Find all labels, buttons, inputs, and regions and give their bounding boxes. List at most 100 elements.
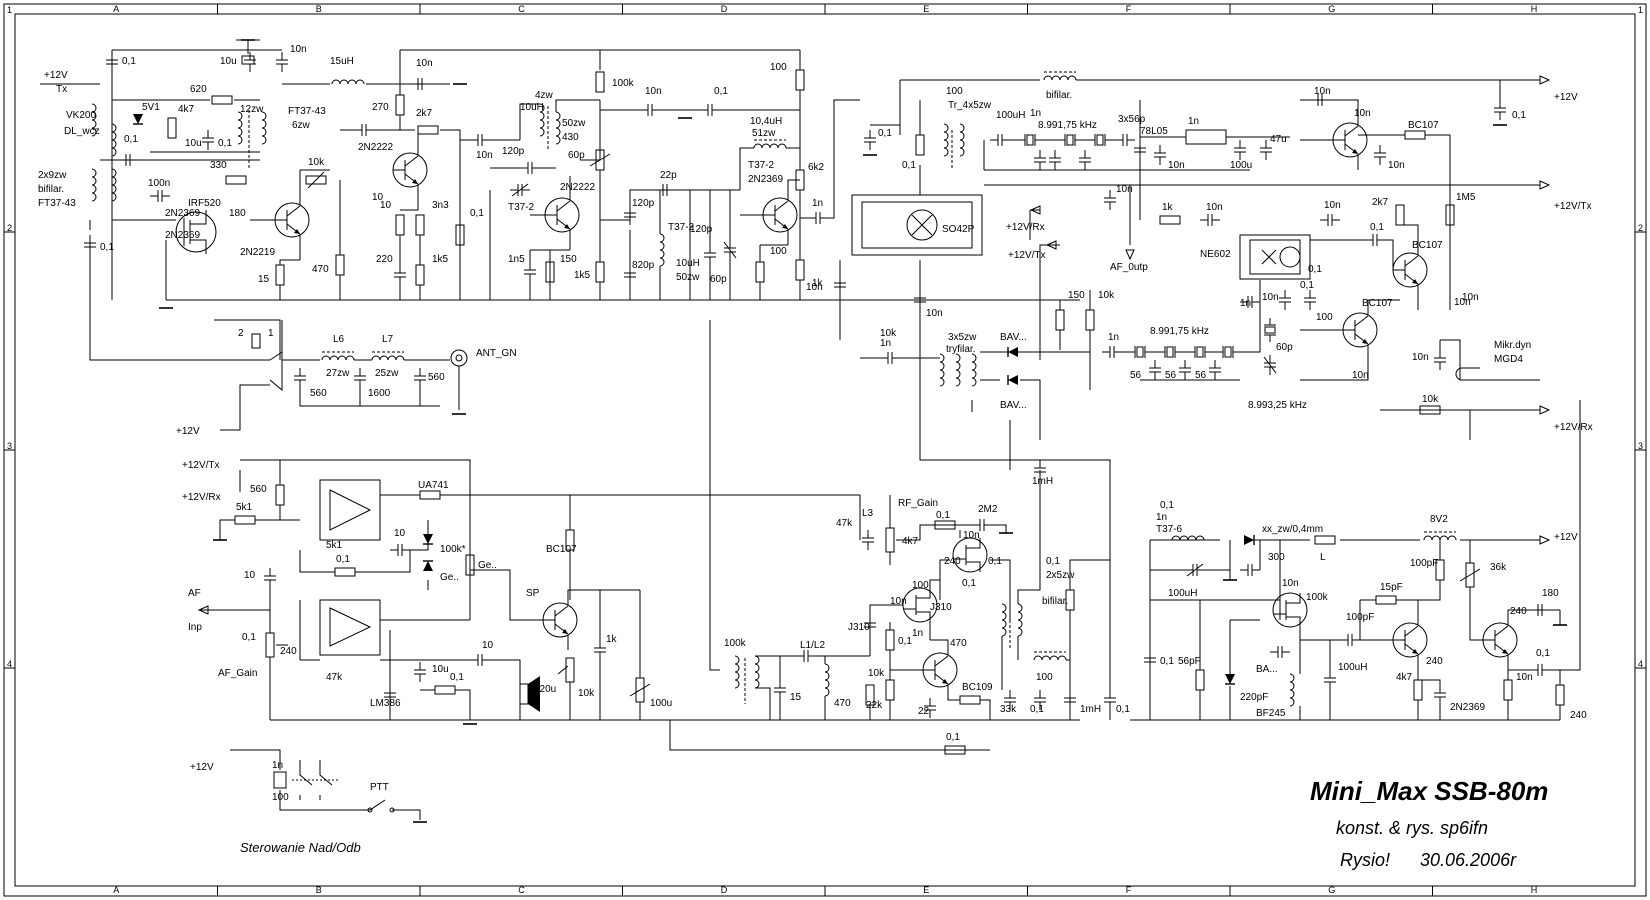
label-tx: Tx xyxy=(56,84,67,95)
j-g: 10n xyxy=(963,530,980,541)
sw1-label-1: 1 xyxy=(268,328,274,339)
r44-label: 100pF xyxy=(1410,558,1438,569)
c53-label: 560 xyxy=(428,372,445,383)
d03-label: BAV... xyxy=(1000,400,1027,411)
tx-driver-stages: 10n 270 2k7 2N2222 10 10 3n3 220 1k5 0,1… xyxy=(340,49,800,300)
c06-label: 0,1 xyxy=(124,134,138,145)
r25-label: 10k xyxy=(1098,290,1115,301)
l01-label: 15uH xyxy=(330,56,354,67)
af-gain-label: AF_Gain xyxy=(218,668,257,679)
frame-row-label: 1 xyxy=(1638,5,1643,15)
t06b-label: 1n xyxy=(1156,512,1167,523)
q15-label: 240 xyxy=(1510,606,1527,617)
c52-label: 1600 xyxy=(368,388,391,399)
p03-label: 0,1 xyxy=(242,632,256,643)
c39-label: 0,1 xyxy=(1308,264,1322,275)
rx-product-detector: +12V/Rx +12V/Tx 150 10k BAV... BAV... 3x… xyxy=(806,205,1593,560)
frame-column-label: F xyxy=(1126,4,1132,14)
ft3743-b-label: FT37-43 xyxy=(288,106,326,117)
frame-column-label: F xyxy=(1126,885,1132,895)
l02b-label: 50zw xyxy=(676,272,700,283)
j-d: 0,1 xyxy=(988,556,1002,567)
p05-label: 100u xyxy=(650,698,672,709)
l07-label: L7 xyxy=(382,334,394,345)
t01b-label: 10uH xyxy=(520,102,544,113)
r02-label: 4k7 xyxy=(178,104,195,115)
c61-label: L1/L2 xyxy=(800,640,825,651)
x01b-label: 8.991,75 kHz xyxy=(1038,120,1097,131)
c37-label: 0,1 xyxy=(1370,222,1384,233)
c08-label: 0,1 xyxy=(100,242,114,253)
c47-label: 1n xyxy=(1240,298,1251,309)
label-12v-top: +12V xyxy=(1554,92,1578,103)
t05b-label: 2x5zw xyxy=(1046,570,1075,581)
r37-label: 22k xyxy=(866,700,883,711)
c12-label: 10n xyxy=(476,150,493,161)
x02c-label: 56 xyxy=(1195,370,1207,381)
dl-wcz-label: DL_wcz xyxy=(64,126,100,137)
c56-label: 10 xyxy=(244,570,256,581)
q08-label: BC107 xyxy=(1362,298,1393,309)
c19-label: 120p xyxy=(632,198,655,209)
r10-label: 1k5 xyxy=(432,254,449,265)
q09-label: SP xyxy=(526,588,540,599)
q13-label: 100k xyxy=(1306,592,1329,603)
r20-label: BC107 xyxy=(1408,120,1439,131)
l11-label: 8V2 xyxy=(1430,514,1448,525)
c11-label: 10n xyxy=(416,58,433,69)
c31-label: 10n xyxy=(1314,86,1331,97)
c34b-label: 10n xyxy=(926,308,943,319)
r47-label: 240 xyxy=(1570,710,1587,721)
c35-label: 10n xyxy=(1206,202,1223,213)
c07-label: 100n xyxy=(148,178,170,189)
c34-label: 10n xyxy=(1116,184,1133,195)
control-caption: Sterowanie Nad/Odb xyxy=(240,840,361,855)
af-inp-a: AF xyxy=(188,588,201,599)
q03-label: 10 xyxy=(372,192,384,203)
c43-label: 10k xyxy=(880,328,897,339)
frame-column-label: H xyxy=(1531,885,1538,895)
r12-label: 100k xyxy=(612,78,635,89)
r16-label: 100 xyxy=(770,246,787,257)
label-mix-12v-tx: +12V/Tx xyxy=(1008,250,1046,261)
r09-label: 3n3 xyxy=(432,200,449,211)
c62-label: 15 xyxy=(790,692,802,703)
frame-row-label: 1 xyxy=(7,5,12,15)
frame-column-label: A xyxy=(113,885,119,895)
c29-label: 100u xyxy=(1230,160,1252,171)
c10-label: 220 xyxy=(376,254,393,265)
c69-label: 1mH xyxy=(1080,704,1101,715)
c74-label: 0,1 xyxy=(1160,656,1174,667)
r38-label: BC109 xyxy=(962,682,993,693)
frame-column-label: G xyxy=(1328,885,1335,895)
frame-row-label: 3 xyxy=(7,441,12,451)
title-block: Mini_Max SSB-80m konst. & rys. sp6ifn Ry… xyxy=(1310,776,1548,870)
r39-label: 0,1 xyxy=(946,732,960,743)
c01-label: 0,1 xyxy=(122,56,136,67)
c04-label: 10u xyxy=(185,138,202,149)
r32-label: 0,1 xyxy=(450,672,464,683)
r30-label: 0,1 xyxy=(336,554,350,565)
c44-label: 1n xyxy=(880,338,891,349)
r26-label: 10k xyxy=(1422,394,1439,405)
r05-label: 470 xyxy=(312,264,329,275)
u04-label: 5k1 xyxy=(326,540,343,551)
title-author: konst. & rys. sp6ifn xyxy=(1336,818,1488,838)
q10-label: 0,1 xyxy=(962,578,976,589)
c16-label: 10n xyxy=(645,86,662,97)
r29-label: UA741 xyxy=(418,480,449,491)
c02-label: 10u xyxy=(220,56,237,67)
u05-label: 47k xyxy=(326,672,343,683)
t01-label: 4zw xyxy=(535,90,554,101)
c26-label: 3x56p xyxy=(1118,114,1146,125)
l10-label: 100 xyxy=(1036,672,1053,683)
r19-label: 0,1 xyxy=(902,160,916,171)
ptt-12v-label: +12V xyxy=(190,762,214,773)
c60-label: 1k xyxy=(606,634,618,645)
c77-label: 100uH xyxy=(1338,662,1367,673)
bifilar-word-label: bifilar. xyxy=(38,184,64,195)
c79-label: 180 xyxy=(1542,588,1559,599)
frame-column-label: D xyxy=(721,4,728,14)
q02-label: 2N2219 xyxy=(240,247,275,258)
